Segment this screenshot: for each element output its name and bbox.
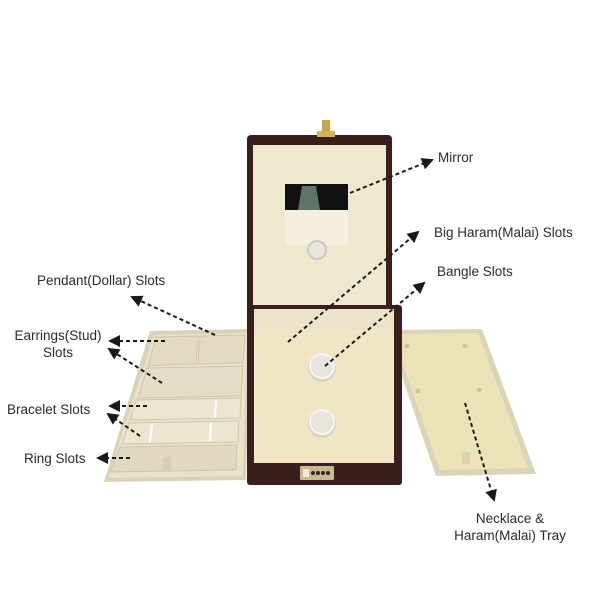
label-bracelet-slots: Bracelet Slots [7, 402, 91, 417]
label-necklace-line2: Haram(Malai) Tray [454, 528, 566, 543]
necklace-tray [386, 329, 536, 476]
left-accessory-tray [104, 329, 250, 482]
label-pendant-slots: Pendant(Dollar) Slots [37, 273, 166, 288]
label-necklace-tray: Necklace & Haram(Malai) Tray [445, 510, 575, 544]
label-earrings-slots: Earrings(Stud) Slots [6, 327, 110, 361]
label-ring-slots: Ring Slots [24, 451, 86, 466]
label-big-haram-slots: Big Haram(Malai) Slots [434, 225, 573, 240]
label-earrings-line1: Earrings(Stud) [14, 328, 102, 343]
label-mirror: Mirror [438, 150, 474, 165]
annotation-arrows [96, 158, 497, 502]
label-bangle-slots: Bangle Slots [437, 264, 513, 279]
label-earrings-line2: Slots [42, 345, 73, 360]
label-necklace-line1: Necklace & [475, 511, 545, 526]
jewellery-box [247, 120, 402, 485]
